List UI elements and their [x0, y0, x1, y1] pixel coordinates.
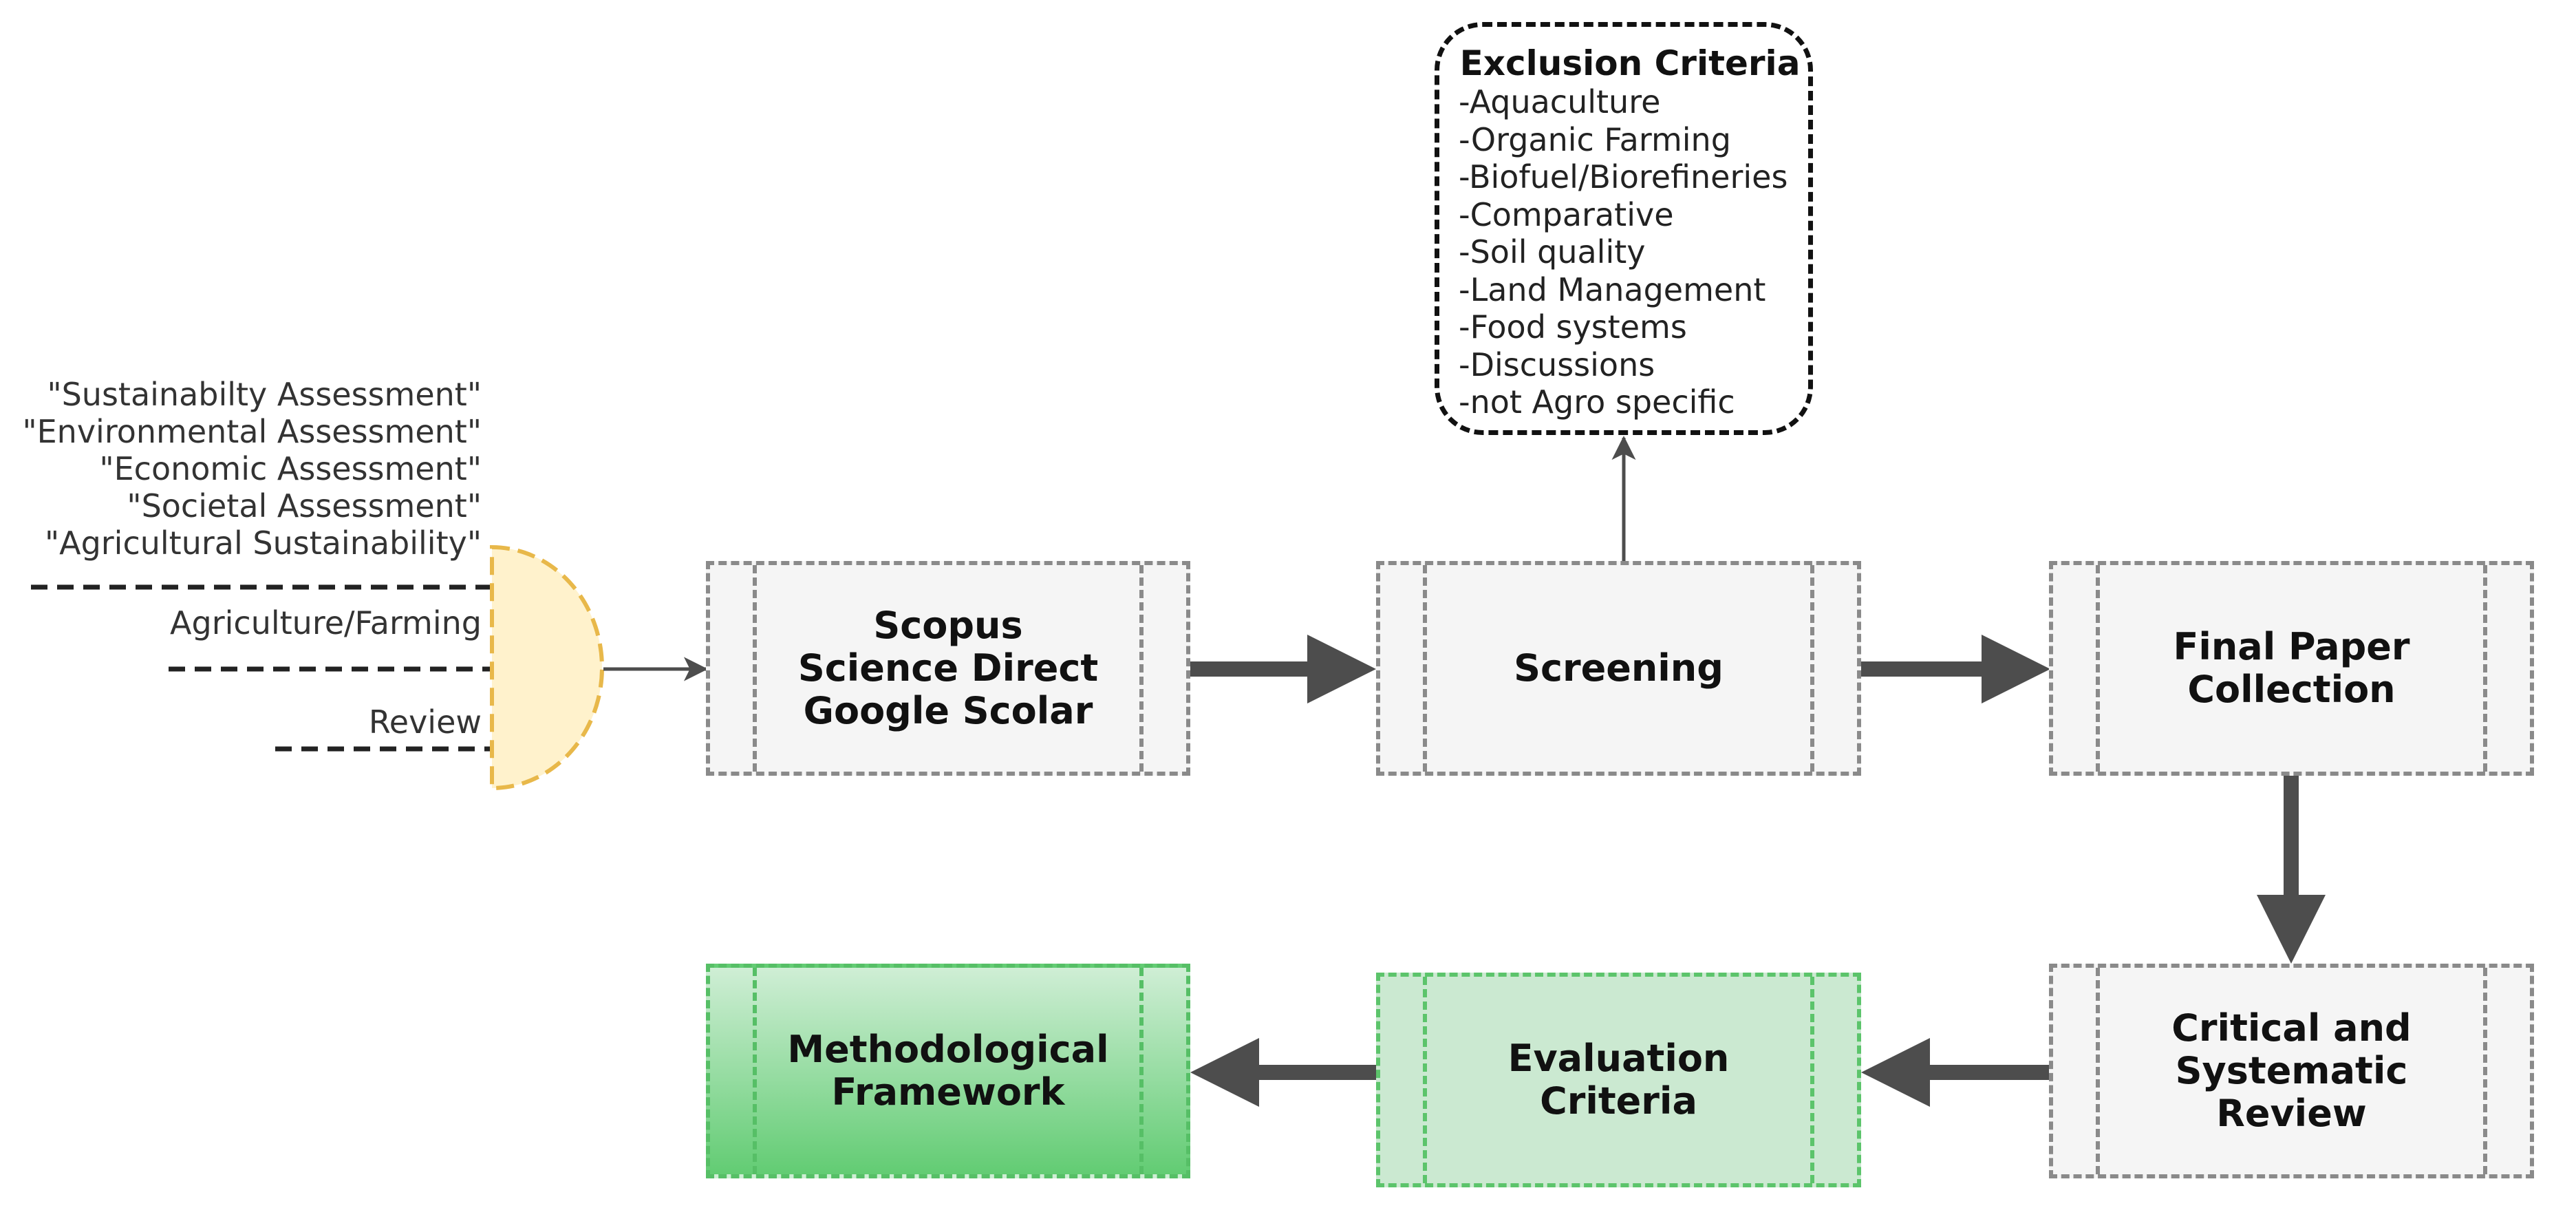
exclusion-criteria-box: Exclusion Criteria -Aquaculture -Organic… [1435, 22, 1813, 435]
exclusion-item: -Soil quality [1459, 233, 1646, 271]
framework-process-box: Methodological Framework [706, 964, 1190, 1178]
keyword-group-3: Review [368, 703, 482, 741]
exclusion-criteria-title: Exclusion Criteria [1459, 43, 1801, 83]
keyword-group-2: Agriculture/Farming [170, 604, 482, 642]
screening-process-box: Screening [1376, 561, 1861, 776]
keyword-label: "Environmental Assessment" [22, 413, 482, 450]
process-label-line: Google Scolar [803, 689, 1093, 732]
process-label-line: Screening [1514, 646, 1724, 690]
final-collection-process-box: Final Paper Collection [2049, 561, 2534, 776]
process-label-line: Final Paper [2173, 625, 2410, 668]
process-label-line: Evaluation [1507, 1037, 1730, 1080]
exclusion-item: -Land Management [1459, 271, 1766, 308]
arrow-evaluation-to-framework [1190, 1038, 1376, 1107]
process-label-line: Science Direct [797, 646, 1099, 690]
review-process-box: Critical and Systematic Review [2049, 964, 2534, 1178]
keyword-label: "Societal Assessment" [127, 487, 482, 524]
arrow-databases-to-screening [1190, 635, 1376, 703]
keyword-label: "Economic Assessment" [99, 450, 482, 487]
exclusion-item: -Discussions [1459, 346, 1655, 383]
exclusion-item: -Aquaculture [1459, 83, 1661, 120]
process-label-line: Scopus [873, 604, 1023, 647]
keyword-label: "Agricultural Sustainability" [44, 524, 482, 562]
arrow-review-to-evaluation [1861, 1038, 2049, 1107]
arrow-final-to-review [2257, 776, 2326, 964]
databases-process-box: Scopus Science Direct Google Scolar [706, 561, 1190, 776]
exclusion-item: -Comparative [1459, 195, 1674, 233]
exclusion-item: -not Agro specific [1459, 383, 1735, 421]
arrow-screening-to-final [1861, 635, 2050, 703]
process-label-line: Methodological [787, 1028, 1109, 1071]
exclusion-item: -Biofuel/Biorefineries [1459, 158, 1788, 195]
process-label-line: Collection [2187, 668, 2396, 711]
process-label-line: Review [2216, 1092, 2367, 1135]
exclusion-item: -Food systems [1459, 308, 1687, 346]
and-gate-shape [490, 544, 604, 791]
evaluation-process-box: Evaluation Criteria [1376, 973, 1861, 1187]
process-label-line: Critical and [2171, 1006, 2412, 1050]
keyword-label: "Sustainabilty Assessment" [47, 376, 482, 413]
process-label-line: Framework [831, 1070, 1065, 1114]
process-label-line: Systematic [2175, 1049, 2408, 1092]
process-label-line: Criteria [1540, 1079, 1697, 1123]
exclusion-item: -Organic Farming [1459, 120, 1731, 158]
